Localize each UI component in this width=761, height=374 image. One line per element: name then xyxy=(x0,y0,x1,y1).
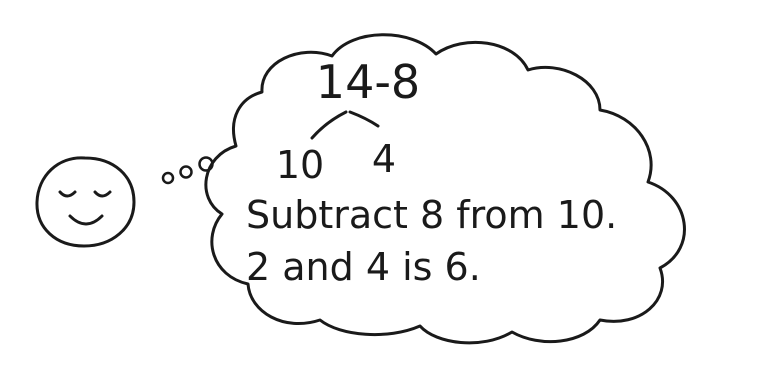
face-outline xyxy=(35,156,136,248)
step-sum: 2 and 4 is 6. xyxy=(246,245,481,289)
thought-dot-2 xyxy=(179,165,193,179)
right-branch-line xyxy=(348,110,380,128)
thought-cloud-icon xyxy=(204,33,686,345)
step-subtract: Subtract 8 from 10. xyxy=(246,193,617,237)
smile xyxy=(68,214,104,226)
left-branch-line xyxy=(310,110,348,140)
thought-dot-1 xyxy=(161,171,175,185)
right-closed-eye xyxy=(93,190,112,198)
decomposition-branches xyxy=(310,110,380,140)
left-closed-eye xyxy=(58,190,77,198)
subtraction-problem: 14-8 xyxy=(316,55,420,109)
ones-part: 4 xyxy=(372,137,396,181)
sleepy-smiley-face-icon xyxy=(35,156,136,248)
tens-part: 10 xyxy=(276,143,324,187)
